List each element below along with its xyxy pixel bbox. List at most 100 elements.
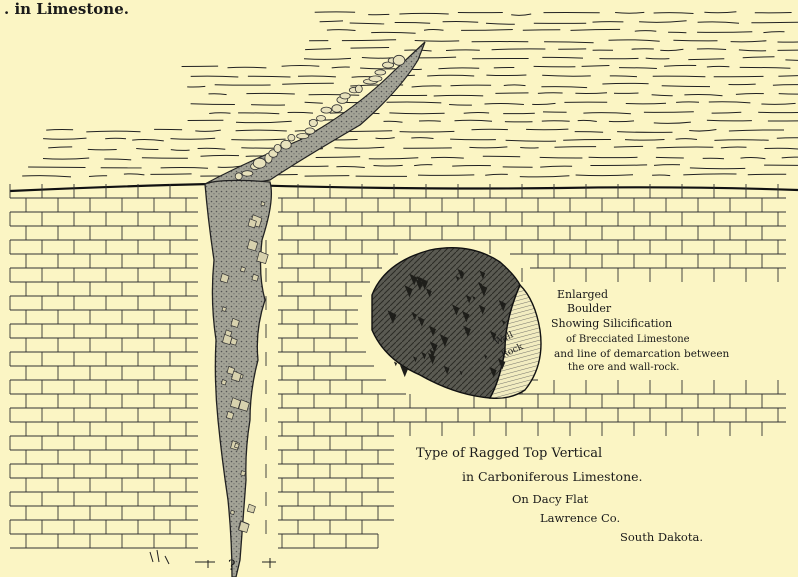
shale-stroke: [86, 131, 140, 132]
shale-stroke: [332, 67, 350, 68]
shale-stroke: [191, 104, 235, 105]
shale-stroke: [712, 112, 742, 113]
shale-stroke: [576, 175, 633, 176]
shale-stroke: [424, 30, 444, 31]
shale-stroke: [389, 113, 444, 114]
shale-stroke: [740, 67, 791, 68]
shale-stroke: [22, 176, 71, 177]
shale-stroke: [532, 103, 555, 104]
shale-stroke: [540, 157, 583, 158]
shale-stroke: [729, 84, 756, 85]
shale-stroke: [697, 32, 752, 33]
shale-stroke: [387, 102, 442, 103]
shale-stroke: [327, 30, 356, 31]
shale-stroke: [209, 113, 230, 114]
shale-stroke: [485, 104, 524, 105]
pebble: [375, 70, 386, 75]
pebble: [242, 171, 253, 176]
shale-stroke: [575, 132, 603, 133]
pebble: [288, 134, 295, 141]
shale-stroke: [739, 50, 766, 51]
shale-stroke: [609, 121, 634, 122]
boulder-caption-line-4: of Brecciated Limestone: [566, 334, 690, 345]
shale-stroke: [304, 58, 351, 59]
shale-stroke: [89, 176, 107, 177]
shale-stroke: [43, 138, 86, 139]
shale-stroke: [563, 139, 611, 140]
shale-stroke: [707, 120, 752, 121]
shale-stroke: [583, 113, 631, 114]
shale-stroke: [689, 130, 716, 132]
shale-stroke: [469, 147, 507, 148]
shale-stroke: [609, 40, 660, 41]
shale-stroke: [656, 147, 713, 148]
shale-stroke: [773, 85, 798, 86]
shale-stroke: [335, 147, 385, 148]
shale-stroke: [697, 49, 726, 50]
shale-stroke: [288, 112, 313, 113]
shale-stroke: [218, 166, 240, 167]
shale-stroke: [676, 102, 699, 103]
shale-stroke: [446, 50, 480, 51]
shale-stroke: [492, 49, 546, 50]
pebble: [393, 55, 405, 65]
ore-fragment: [247, 504, 255, 513]
shale-stroke: [395, 22, 431, 23]
shale-stroke: [483, 156, 520, 157]
shale-stroke: [614, 146, 643, 147]
shale-stroke: [688, 59, 724, 60]
shale-stroke: [644, 112, 694, 113]
shale-stroke: [450, 139, 496, 140]
shale-stroke: [748, 174, 786, 175]
shale-stroke: [729, 130, 784, 131]
shale-stroke: [495, 93, 528, 94]
shale-stroke: [768, 120, 798, 121]
shale-stroke: [451, 85, 492, 86]
shale-stroke: [684, 94, 722, 95]
shale-stroke: [434, 95, 484, 96]
shale-stroke: [690, 168, 745, 169]
shale-stroke: [351, 48, 390, 49]
type-caption-line-1: Type of Ragged Top Vertical: [416, 446, 602, 461]
shale-stroke: [305, 49, 331, 50]
pebble: [332, 105, 342, 113]
shale-stroke: [414, 165, 432, 166]
shale-stroke: [486, 23, 515, 24]
shale-stroke: [506, 140, 556, 141]
shale-stroke: [639, 21, 687, 23]
type-caption-line-2: in Carboniferous Limestone.: [462, 469, 643, 484]
shale-stroke: [615, 12, 644, 13]
shale-stroke: [411, 138, 433, 139]
shale-stroke: [371, 32, 415, 33]
pebble: [274, 144, 281, 152]
shale-stroke: [626, 103, 666, 104]
ore-fragment: [230, 510, 234, 514]
shale-stroke: [161, 168, 208, 169]
shale-stroke: [336, 167, 364, 168]
shale-stroke: [427, 75, 474, 76]
shale-stroke: [452, 165, 491, 166]
shale-stroke: [707, 66, 730, 67]
shale-stroke: [282, 83, 334, 84]
shale-stroke: [683, 174, 736, 175]
contact-line: [10, 184, 798, 191]
shale-stroke: [228, 67, 267, 68]
shale-stroke: [342, 40, 396, 41]
shale-stroke: [654, 122, 691, 123]
shale-stroke: [625, 140, 665, 141]
shale-stroke: [384, 121, 403, 122]
shale-stroke: [544, 42, 594, 43]
shale-stroke: [610, 76, 637, 77]
shale-stroke: [761, 103, 795, 104]
pebble: [321, 107, 332, 113]
shale-stroke: [555, 147, 597, 148]
shale-stroke: [714, 140, 768, 141]
bottom-ground-marks: [150, 550, 276, 568]
shale-stroke: [171, 150, 190, 151]
shale-stroke: [619, 68, 657, 69]
shale-stroke: [201, 155, 240, 156]
shale-stroke: [652, 95, 673, 96]
shale-stroke: [464, 113, 489, 114]
shale-stroke: [369, 158, 419, 159]
shale-stroke: [541, 87, 587, 88]
